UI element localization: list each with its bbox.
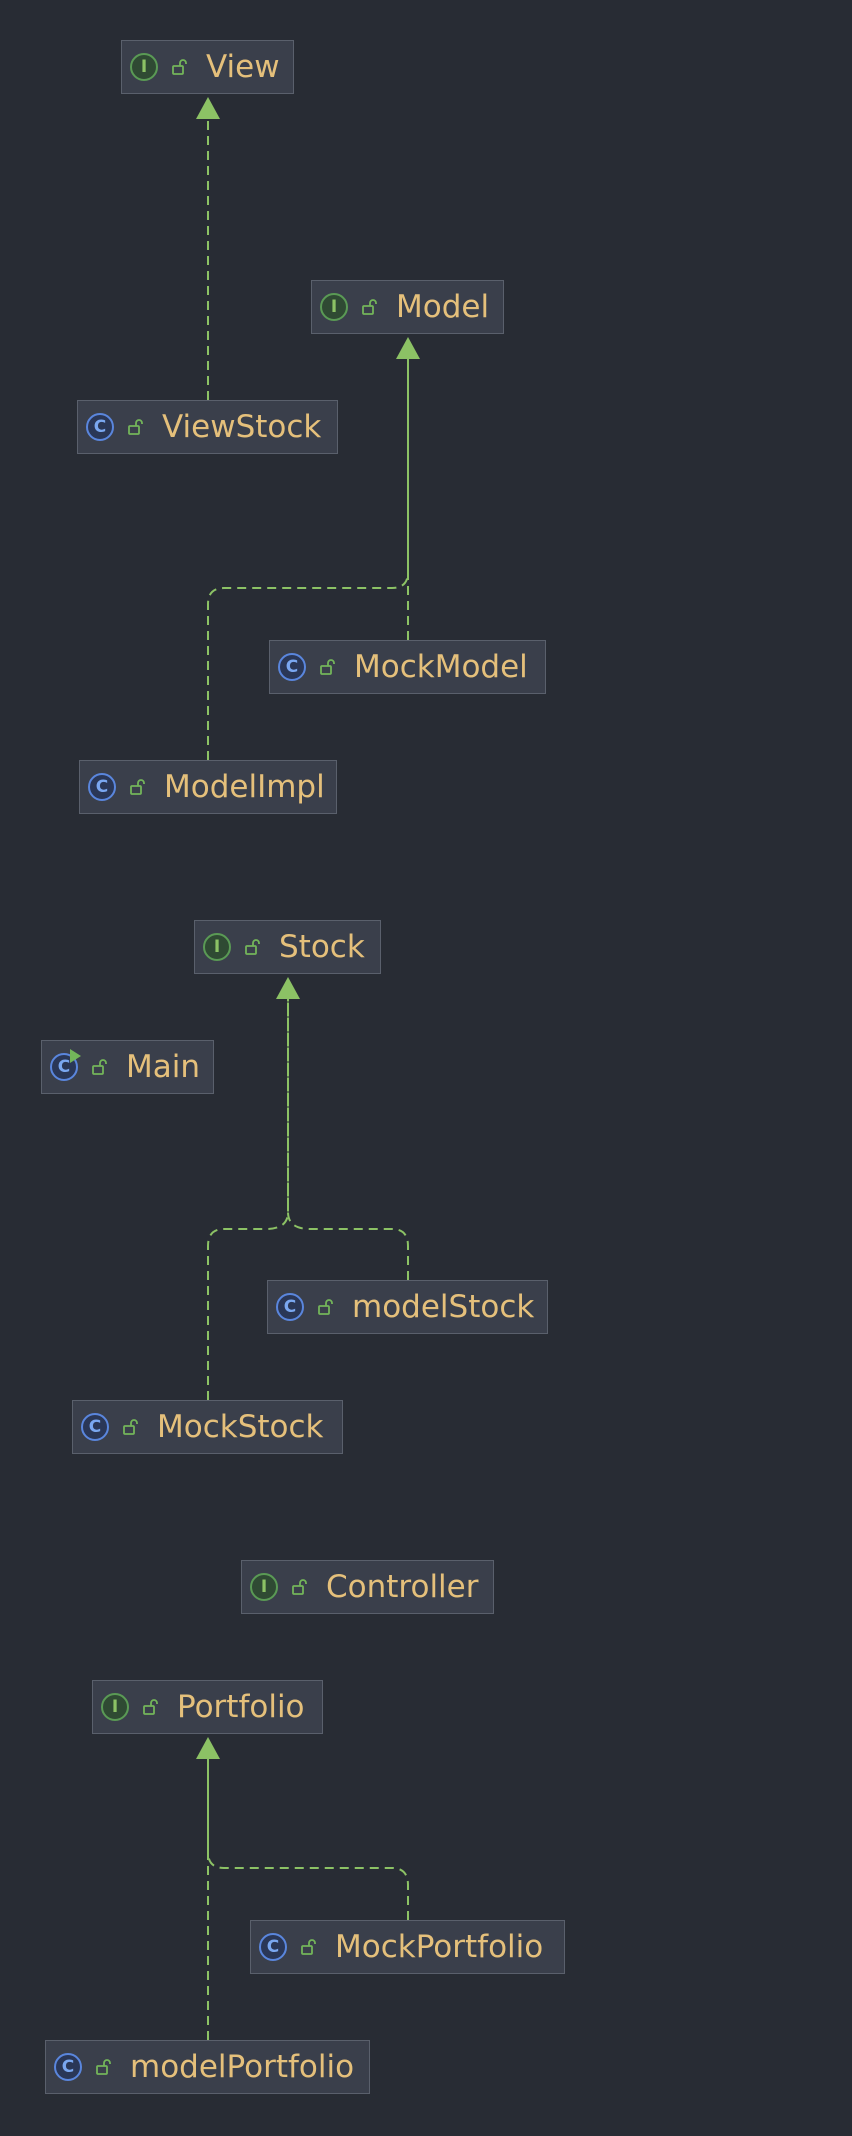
node-label: Model [396, 289, 490, 325]
interface-icon: I [250, 1573, 278, 1601]
node-label: Portfolio [177, 1689, 305, 1725]
class-icon: C [278, 653, 306, 681]
interface-icon: I [101, 1693, 129, 1721]
node-label: Stock [279, 929, 365, 965]
runnable-class-icon: C [50, 1049, 81, 1081]
node-label: MockModel [354, 649, 528, 685]
node-controller[interactable]: I Controller [241, 1560, 494, 1614]
arrowhead-1 [396, 337, 420, 359]
node-mockmodel[interactable]: C MockModel [269, 640, 546, 694]
node-label: modelStock [352, 1289, 535, 1325]
interface-icon: I [203, 933, 231, 961]
class-icon: C [88, 773, 116, 801]
node-label: MockStock [157, 1409, 324, 1445]
arrowhead-0 [196, 97, 220, 119]
node-model[interactable]: I Model [311, 280, 504, 334]
node-label: ModelImpl [164, 769, 325, 805]
node-label: MockPortfolio [335, 1929, 544, 1965]
node-label: modelPortfolio [130, 2049, 355, 2085]
public-lock-icon [141, 1697, 161, 1717]
public-lock-icon [299, 1937, 319, 1957]
edge-modelstock-to-stock [287, 990, 409, 1280]
public-lock-icon [90, 1057, 110, 1077]
interface-icon: I [130, 53, 158, 81]
public-lock-icon [126, 417, 146, 437]
edge-mockstock-to-stock [207, 990, 289, 1400]
node-label: ViewStock [162, 409, 322, 445]
public-lock-icon [316, 1297, 336, 1317]
class-icon: C [81, 1413, 109, 1441]
node-stock[interactable]: I Stock [194, 920, 381, 974]
node-label: Controller [326, 1569, 479, 1605]
edge-mockportfolio-to-portfolio [207, 1750, 409, 1920]
node-label: View [206, 49, 280, 85]
node-portfolio[interactable]: I Portfolio [92, 1680, 323, 1734]
node-mockportfolio[interactable]: C MockPortfolio [250, 1920, 565, 1974]
public-lock-icon [128, 777, 148, 797]
class-icon: C [259, 1933, 287, 1961]
public-lock-icon [243, 937, 263, 957]
public-lock-icon [290, 1577, 310, 1597]
node-view[interactable]: I View [121, 40, 294, 94]
public-lock-icon [360, 297, 380, 317]
class-icon: C [86, 413, 114, 441]
node-viewstock[interactable]: C ViewStock [77, 400, 338, 454]
arrowhead-2 [276, 977, 300, 999]
public-lock-icon [121, 1417, 141, 1437]
node-modelimpl[interactable]: C ModelImpl [79, 760, 337, 814]
class-icon: C [54, 2053, 82, 2081]
arrowhead-3 [196, 1737, 220, 1759]
interface-icon: I [320, 293, 348, 321]
run-icon [70, 1049, 81, 1063]
node-label: Main [126, 1049, 201, 1085]
node-main[interactable]: C Main [41, 1040, 214, 1094]
node-mockstock[interactable]: C MockStock [72, 1400, 343, 1454]
public-lock-icon [318, 657, 338, 677]
public-lock-icon [170, 57, 190, 77]
public-lock-icon [94, 2057, 114, 2077]
class-icon: C [276, 1293, 304, 1321]
